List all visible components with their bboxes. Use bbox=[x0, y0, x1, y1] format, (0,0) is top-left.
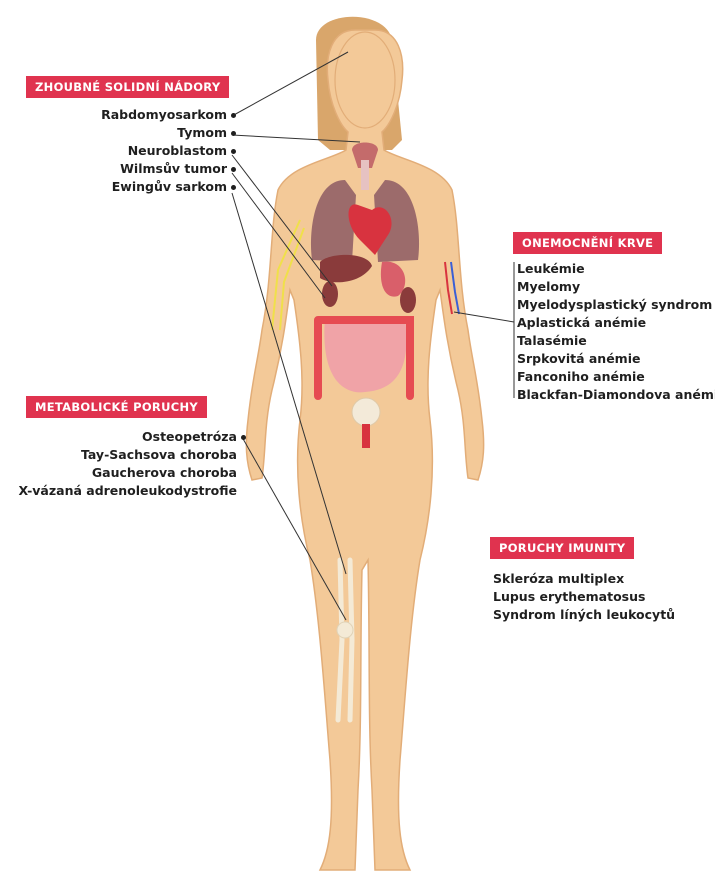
list-immunity: Skleróza multiplex Lupus erythematosus S… bbox=[493, 570, 675, 624]
list-item: Wilmsův tumor bbox=[26, 160, 236, 178]
list-solid-tumors: Rabdomyosarkom Tymom Neuroblastom Wilmsů… bbox=[26, 106, 236, 196]
list-item: Skleróza multiplex bbox=[493, 570, 675, 588]
list-item: Tymom bbox=[26, 124, 236, 142]
list-item: Ewingův sarkom bbox=[26, 178, 236, 196]
list-item: Gaucherova choroba bbox=[10, 464, 246, 482]
list-item: Tay-Sachsova choroba bbox=[10, 446, 246, 464]
list-item: Osteopetróza bbox=[10, 428, 246, 446]
list-item: Lupus erythematosus bbox=[493, 588, 675, 606]
list-blood-diseases: Leukémie Myelomy Myelodysplastický syndr… bbox=[517, 260, 715, 404]
list-item: Blackfan-Diamondova anémie bbox=[517, 386, 715, 404]
bullet-dot bbox=[231, 167, 236, 172]
list-item: Aplastická anémie bbox=[517, 314, 715, 332]
list-item: Fanconiho anémie bbox=[517, 368, 715, 386]
kidney-left bbox=[322, 281, 338, 307]
list-item: Leukémie bbox=[517, 260, 715, 278]
urethra bbox=[362, 424, 370, 448]
list-item: X-vázaná adrenoleukodystrofie bbox=[10, 482, 246, 500]
bullet-dot bbox=[231, 113, 236, 118]
list-item: Neuroblastom bbox=[26, 142, 236, 160]
header-blood-diseases: ONEMOCNĚNÍ KRVE bbox=[513, 232, 662, 254]
trachea bbox=[361, 160, 369, 190]
list-item: Rabdomyosarkom bbox=[26, 106, 236, 124]
header-solid-tumors: ZHOUBNÉ SOLIDNÍ NÁDORY bbox=[26, 76, 229, 98]
bullet-dot bbox=[241, 435, 246, 440]
list-item: Myelomy bbox=[517, 278, 715, 296]
list-item: Srpkovitá anémie bbox=[517, 350, 715, 368]
header-metabolic: METABOLICKÉ PORUCHY bbox=[26, 396, 207, 418]
knee-joint bbox=[337, 622, 353, 638]
header-immunity: PORUCHY IMUNITY bbox=[490, 537, 634, 559]
bullet-dot bbox=[231, 149, 236, 154]
list-item: Myelodysplastický syndrom bbox=[517, 296, 715, 314]
list-item: Talasémie bbox=[517, 332, 715, 350]
list-item: Syndrom líných leukocytů bbox=[493, 606, 675, 624]
head bbox=[335, 32, 395, 128]
bullet-dot bbox=[231, 131, 236, 136]
bullet-dot bbox=[231, 185, 236, 190]
bladder bbox=[352, 398, 380, 426]
kidney-right bbox=[400, 287, 416, 313]
list-metabolic: Osteopetróza Tay-Sachsova choroba Gauche… bbox=[10, 428, 246, 500]
